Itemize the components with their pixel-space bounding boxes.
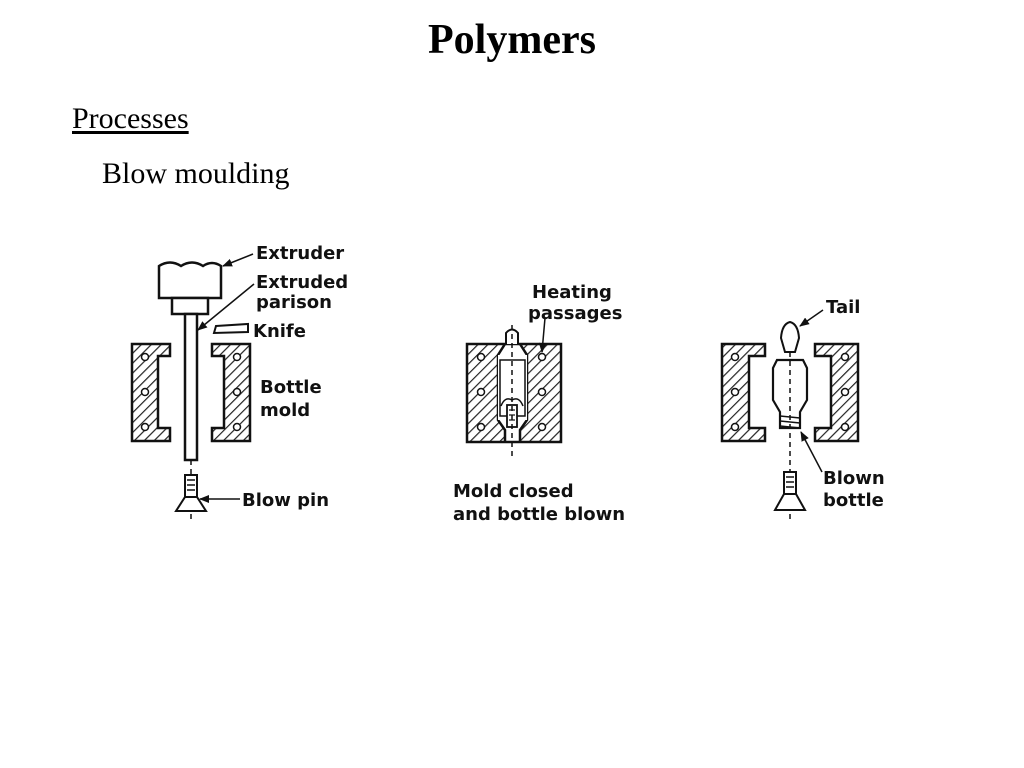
label-extruded-parison-line1: Extruded	[256, 272, 348, 293]
slide-title: Polymers	[428, 17, 596, 63]
stage-3-blown-bottle: Tail Blown bottle	[720, 297, 885, 520]
tail-shape	[779, 320, 801, 353]
extruder-die	[170, 296, 210, 316]
label-mold-closed-line2: and bottle blown	[453, 504, 625, 525]
sub-heading-blow-moulding: Blow moulding	[102, 157, 290, 190]
section-heading-processes: Processes	[72, 102, 189, 135]
label-heating-passages-line2: passages	[528, 303, 622, 324]
blow-pin-shape-stage3	[773, 471, 807, 511]
parison-tube	[183, 312, 199, 462]
label-extruded-parison-line2: parison	[256, 292, 332, 313]
label-tail: Tail	[826, 297, 860, 318]
mold-half-left	[130, 342, 172, 443]
knife-shape	[212, 322, 249, 335]
label-bottle-mold-line2: mold	[260, 400, 310, 421]
label-extruder: Extruder	[256, 243, 344, 264]
blow-pin-shape	[174, 474, 208, 512]
label-blow-pin: Blow pin	[242, 490, 329, 511]
stage-1-extrusion: Extruder Extruded parison Knife Bottle m…	[130, 243, 348, 522]
label-blown-bottle-line2: bottle	[823, 490, 884, 511]
label-knife: Knife	[253, 321, 306, 342]
stage-2-mold-closed: Heating passages Mold closed and bottle …	[453, 282, 625, 525]
mold-half-right-open	[813, 342, 860, 443]
label-mold-closed-line1: Mold closed	[453, 481, 574, 502]
label-bottle-mold-line1: Bottle	[260, 377, 322, 398]
label-blown-bottle-line1: Blown	[823, 468, 885, 489]
mold-half-right	[210, 342, 252, 443]
extruder-shape	[157, 261, 223, 300]
mold-half-left-open	[720, 342, 767, 443]
label-heating-passages-line1: Heating	[532, 282, 612, 303]
